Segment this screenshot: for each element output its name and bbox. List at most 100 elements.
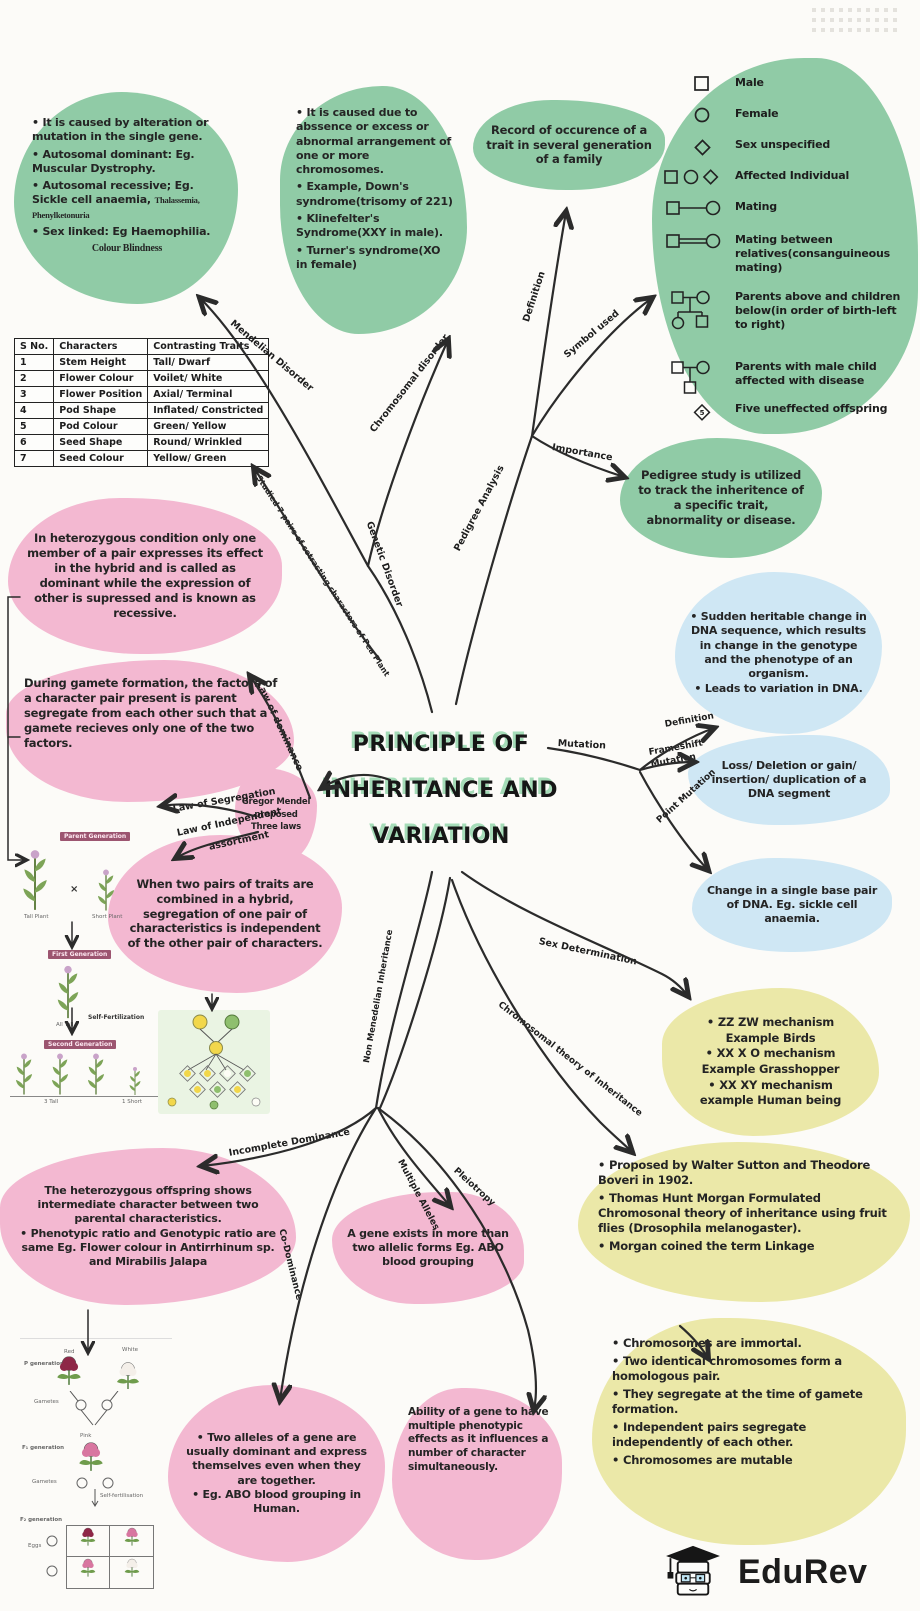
blob-text: Ability of a gene to have multiple pheno… (408, 1406, 549, 1473)
blob-text: Three laws (250, 822, 302, 833)
legend-label: Female (735, 107, 779, 120)
blob-text: • It is caused by alteration or mutation… (32, 116, 209, 144)
f2-plant-illustration (87, 1052, 105, 1096)
blob-text: The heterozygous offspring shows interme… (37, 1183, 259, 1226)
blob-text: • Turner's syndrome(XO in female) (296, 243, 441, 271)
blob-pedigree-importance: Pedigree study is utilized to track the … (620, 438, 822, 558)
baseline (10, 1096, 160, 1097)
edge-label-chromosomal-theory: Chromosomal theory of Inheritance (495, 1000, 644, 1119)
title-line: PRINCIPLE OF (352, 732, 530, 757)
blob-incomplete-dominance: The heterozygous offspring shows interme… (0, 1148, 296, 1305)
blob-text: • Example, Down's syndrome(trisomy of 22… (296, 180, 453, 208)
blob-text: Gregor Mendel (241, 796, 311, 807)
blob-mutation-definition: • Sudden heritable change in DNA sequenc… (675, 572, 882, 734)
arrow-chromosomal-disorder (366, 340, 448, 568)
edurev-logo[interactable]: EduRev (660, 1540, 868, 1604)
white-flower (116, 1361, 140, 1390)
legend-label: Five uneffected offspring (735, 402, 888, 415)
blob-text: • It is caused due to abssence or excess… (296, 106, 452, 177)
pink-label: Pink (80, 1433, 92, 1439)
red-flower (56, 1355, 82, 1386)
blob-text: Pedigree study is utilized to track the … (638, 468, 804, 527)
legend-label: Parents with male child affected with di… (735, 360, 877, 387)
legend-item-consanguineous: Mating between relatives(consanguineous … (662, 233, 902, 274)
blob-text: • Proposed by Walter Sutton and Theodore… (598, 1158, 871, 1187)
gamete-lines-2 (76, 1477, 114, 1507)
arrow-chromosomal-theory (450, 878, 632, 1152)
blob-independent-assortment: When two pairs of traits are combined in… (108, 835, 342, 993)
gamete-lines (69, 1391, 119, 1426)
table-header: S No. (13, 338, 55, 355)
ratio-label: 1 Short (122, 1099, 143, 1105)
incomplete-dominance-flower-illustration: Red White P generation Gametes Pink F₁ g… (20, 1338, 172, 1589)
legend-label: Affected Individual (735, 169, 850, 182)
blob-text: • Morgan coined the term Linkage (598, 1238, 815, 1253)
legend-label: Sex unspecified (735, 138, 831, 151)
legend-item-parents-children: Parents above and children below(in orde… (662, 290, 910, 334)
blob-text: • Sudden heritable change in DNA sequenc… (690, 610, 867, 681)
blob-text: • XX XY mechanism (708, 1077, 833, 1092)
punnett-lattice (167, 1014, 261, 1110)
blob-text: • Independent pairs segregate independen… (612, 1419, 807, 1449)
legend-item-mating: Mating (662, 200, 777, 218)
blob-text: • Leads to variation in DNA. (694, 681, 863, 695)
edge-label-chromosomal-disorder: Chromosomal disorder (368, 332, 452, 435)
blob-text: Loss/ Deletion or gain/ insertion/ dupli… (711, 758, 867, 801)
page-title: PRINCIPLE OF INHERITANCE AND VARIATION (322, 722, 560, 860)
blob-frameshift-mutation: Loss/ Deletion or gain/ insertion/ dupli… (688, 735, 890, 825)
plant-label: All Tall (56, 1022, 74, 1028)
blob-text: When two pairs of traits are combined in… (127, 876, 323, 951)
mating-icon (662, 200, 728, 218)
edge-label-incomplete-dominance: Incomplete Dominance (228, 1126, 351, 1159)
affected-shapes-icon (660, 169, 728, 187)
legend-item-male: Male (676, 76, 764, 92)
legend-label: Mating (735, 200, 777, 213)
arrow-symbol-used (530, 298, 652, 438)
blob-text: • Two alleles of a gene are usually domi… (186, 1430, 367, 1487)
f2-short-plant-illustration (128, 1066, 142, 1096)
edurev-mascot-icon (666, 1545, 720, 1596)
blob-text: Record of occurence of a trait in severa… (486, 122, 652, 167)
blob-text: • Two identical chromosomes form a homol… (612, 1353, 842, 1383)
edge-label-definition-pedigree: Definition (521, 270, 548, 324)
flower-label-red: Red (64, 1349, 75, 1355)
title-line: VARIATION (372, 824, 510, 849)
tall-plant-illustration (22, 849, 48, 911)
legend-item-female: Female (676, 107, 779, 123)
edge-label-non-mendelian: Non Menedelian Inheritance (362, 928, 396, 1064)
edurev-logo-text: EduRev (738, 1552, 868, 1591)
f2-punnett-grid (66, 1525, 154, 1589)
mendel-plant-cross-illustration: Parent Generation × Tall Plant Short Pla… (8, 828, 170, 1110)
edge-label-genetic-disorder: Genetic Disorder (363, 520, 405, 609)
blob-text: • XX X O mechanism (705, 1046, 836, 1061)
blob-text: Example Grasshopper (701, 1062, 840, 1076)
blob-point-mutation: Change in a single base pair of DNA. Eg.… (692, 858, 892, 952)
pink-flower (78, 1441, 104, 1472)
ratio-label: 3 Tall (44, 1099, 59, 1105)
f1-plant-illustration (56, 964, 80, 1020)
gametes-label: Gametes (34, 1399, 59, 1405)
eggs-label: Eggs (28, 1543, 42, 1549)
edge-label-pedigree-analysis: Pedigree Analysis (452, 463, 507, 554)
plant-label: Tall Plant (24, 914, 49, 920)
f1-generation-label: F₁ generation (22, 1445, 65, 1451)
f2-plant-illustration (51, 1052, 69, 1096)
legend-item-sex-unspecified: Sex unspecified (676, 138, 830, 156)
short-plant-illustration (97, 868, 115, 912)
blob-mendelian-disorder: • It is caused by alteration or mutation… (14, 92, 238, 304)
blob-pedigree-definition: Record of occurence of a trait in severa… (473, 100, 665, 190)
blob-chromosomal-theory: • Proposed by Walter Sutton and Theodore… (578, 1142, 910, 1302)
edge-label-definition-mutation: Definition (664, 711, 715, 730)
blob-text: • Eg. ABO blood grouping in Human. (192, 1487, 361, 1516)
generation-badge: Parent Generation (60, 832, 131, 841)
generation-badge: First Generation (48, 950, 112, 959)
